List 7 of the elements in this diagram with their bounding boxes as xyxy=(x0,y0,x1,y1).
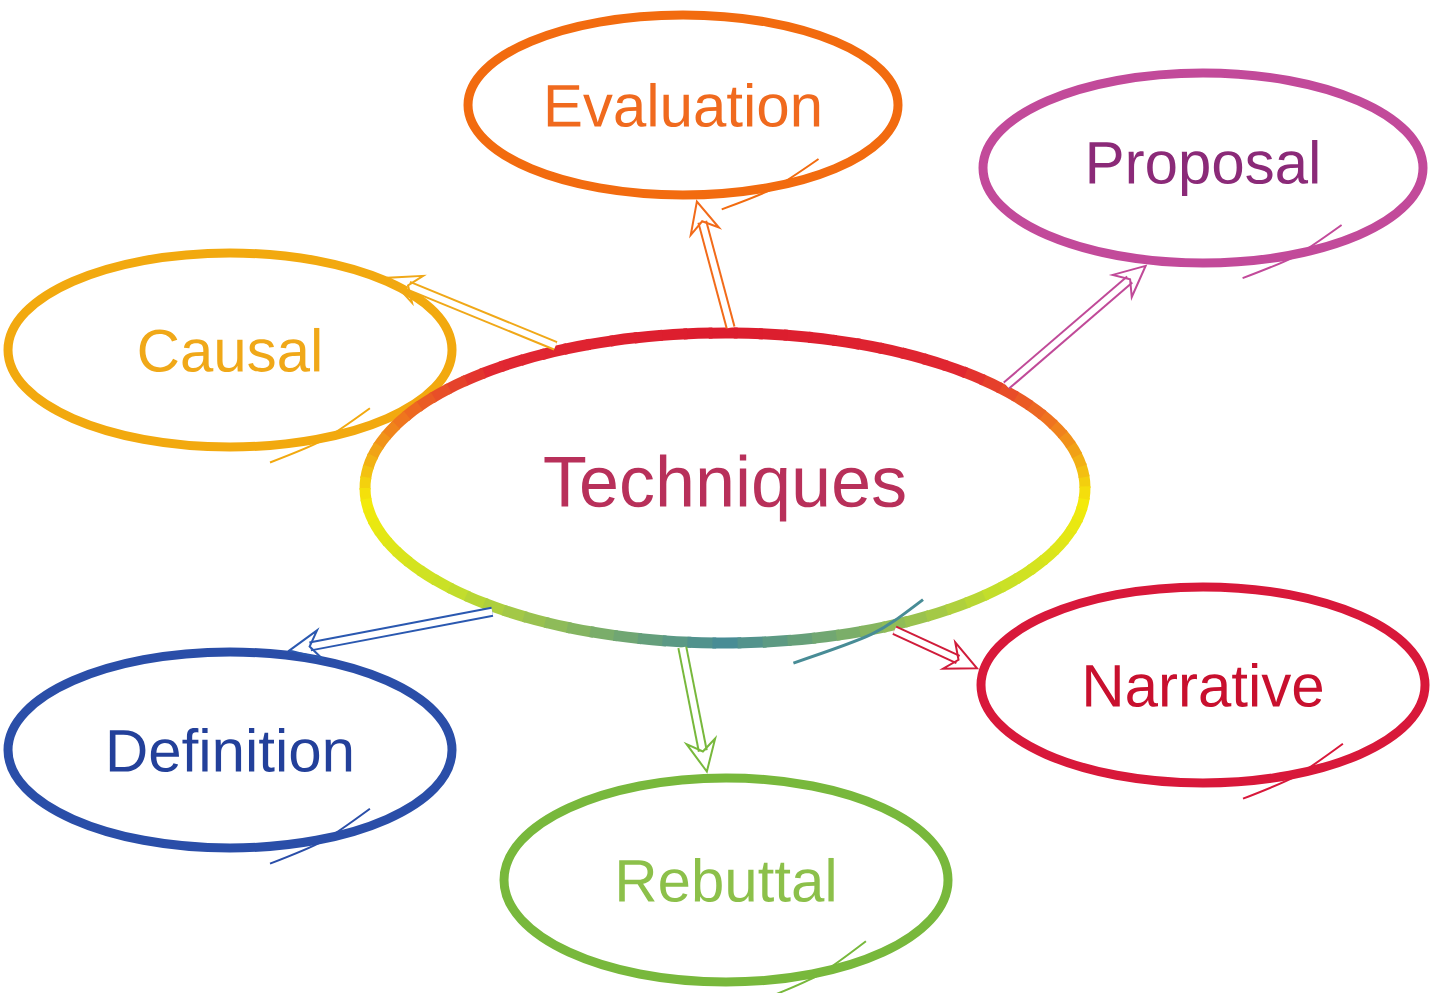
ellipse-node: Causal xyxy=(3,248,457,464)
ellipse-node: Proposal xyxy=(978,68,1428,280)
ellipse-node: Techniques xyxy=(359,327,1091,665)
ellipse-node: Narrative xyxy=(976,582,1430,800)
ellipse-node: Rebuttal xyxy=(499,773,953,993)
ellipse-node: Evaluation xyxy=(463,10,903,211)
ellipse-node: Definition xyxy=(3,647,457,865)
